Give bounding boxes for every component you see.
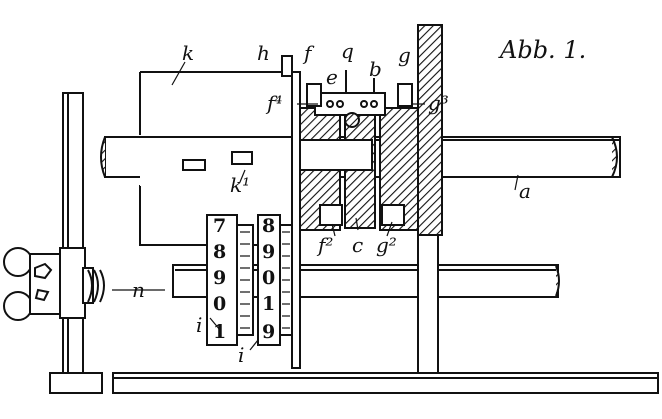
knob-bottom xyxy=(3,291,33,321)
wheel-right-digit: 0 xyxy=(262,267,275,289)
label-i-right: i xyxy=(238,343,244,367)
wheel-right-digit: 1 xyxy=(262,293,275,315)
label-g3: g³ xyxy=(428,91,449,115)
pin-k1-b xyxy=(231,151,253,165)
knob-top xyxy=(3,247,33,277)
wheel-left-digit: 8 xyxy=(213,241,226,263)
left-post xyxy=(62,92,84,374)
wheel-left-digits: 7 8 9 0 1 xyxy=(213,215,226,343)
wheel-left-digit: 1 xyxy=(213,321,226,343)
figure-title: Abb. 1. xyxy=(498,36,586,64)
spring xyxy=(87,269,105,303)
label-g2: g² xyxy=(376,233,397,257)
counter-wheel-left xyxy=(206,214,238,346)
label-i-left: i xyxy=(196,313,202,337)
upright-h xyxy=(281,55,293,77)
wheel-left-digit: 7 xyxy=(213,215,226,237)
label-k1: k¹ xyxy=(230,173,250,197)
pin-k1-a xyxy=(182,159,206,171)
wheel-right-digit: 9 xyxy=(262,321,275,343)
screw-e xyxy=(344,112,360,128)
wheel-left-digit: 0 xyxy=(213,293,226,315)
label-f2: f² xyxy=(316,233,333,257)
base-rail-left xyxy=(49,372,103,394)
label-k: k xyxy=(182,41,194,65)
label-g: g xyxy=(398,43,411,67)
label-n: n xyxy=(132,278,145,302)
label-f4: f⁴ xyxy=(265,91,282,115)
wheel-right-digit: 9 xyxy=(262,241,275,263)
label-b: b xyxy=(369,57,382,81)
wheel-right-digits: 8 9 0 1 9 xyxy=(262,215,275,343)
top-bar xyxy=(314,92,386,116)
label-f: f xyxy=(302,41,315,65)
label-e: e xyxy=(326,65,338,89)
coupling-hub xyxy=(299,107,419,231)
label-c: c xyxy=(352,233,363,257)
label-a: a xyxy=(519,179,531,203)
frame-wall xyxy=(417,24,443,236)
label-q: q xyxy=(341,39,354,63)
wheel-right-digit: 8 xyxy=(262,215,275,237)
label-h: h xyxy=(257,41,270,65)
clamp-block xyxy=(59,247,86,319)
wheel-left-digit: 9 xyxy=(213,267,226,289)
base-rail-right xyxy=(112,372,659,394)
right-post xyxy=(417,214,439,374)
